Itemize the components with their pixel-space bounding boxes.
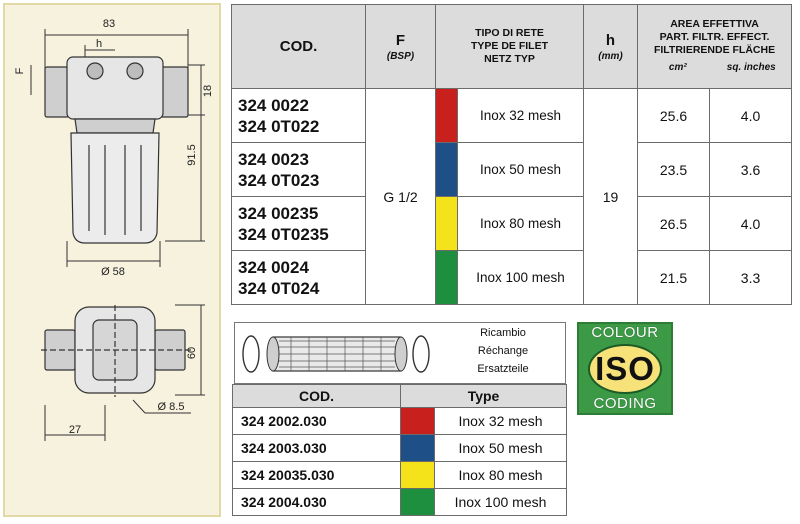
header-h-unit: (mm) [598, 50, 623, 62]
spare-table: COD. Type 324 2002.030 Inox 32 mesh 324 … [232, 384, 568, 516]
color-swatch [435, 196, 458, 251]
dim-width: 83 [103, 18, 115, 30]
filter-cartridge-image [242, 335, 430, 373]
color-swatch [435, 250, 458, 305]
header-area: AREA EFFETTIVA PART. FILTR. EFFECT. FILT… [637, 4, 793, 89]
product-code: 324 0023 [238, 149, 309, 169]
spare-type: Inox 50 mesh [433, 434, 568, 462]
header-f: F (BSP) [365, 4, 436, 89]
header-h-label: h [605, 31, 616, 49]
dim-hole: Ø 8.5 [158, 401, 185, 413]
color-swatch [400, 488, 435, 516]
iso-badge-bottom: CODING [593, 395, 657, 412]
spare-label-fr: Réchange [477, 345, 529, 357]
area-sqin: 3.3 [709, 250, 793, 305]
dim-f: F [14, 67, 26, 74]
area-cm2: 21.5 [637, 250, 711, 305]
mesh-type: Inox 32 mesh [456, 88, 585, 143]
product-code-t: 324 0T0235 [238, 224, 329, 244]
technical-drawing-panel: 83 h F 18 91.5 Ø 58 60 Ø 8.5 27 [3, 3, 221, 517]
color-swatch [400, 407, 435, 435]
table-row: 324 0024 324 0T024 Inox 100 mesh 21.5 3.… [231, 250, 793, 305]
header-f-label: F [395, 31, 406, 49]
mesh-type: Inox 50 mesh [456, 142, 585, 197]
header-unit-sqin: sq. inches [726, 62, 776, 73]
spare-code: 324 2002.030 [232, 407, 401, 435]
table-row: 324 20035.030 Inox 80 mesh [232, 461, 568, 489]
header-h: h (mm) [583, 4, 639, 89]
spare-label-de: Ersatzteile [477, 363, 529, 375]
dim-18: 18 [202, 85, 214, 97]
product-codes: 324 0024 324 0T024 [231, 250, 366, 305]
area-cm2: 23.5 [637, 142, 711, 197]
header-area-de: FILTRIERENDE FLÄCHE [653, 44, 776, 56]
iso-badge-circle: ISO [588, 344, 662, 394]
header-tipo-de: NETZ TYP [484, 53, 535, 65]
product-codes: 324 00235 324 0T0235 [231, 196, 366, 251]
spare-header-type: Type [399, 384, 568, 408]
header-cod: COD. [231, 4, 366, 89]
colour-iso-coding-logo: COLOUR ISO CODING [577, 322, 673, 415]
area-sqin: 4.0 [709, 196, 793, 251]
product-code-t: 324 0T024 [238, 278, 320, 298]
color-swatch [400, 434, 435, 462]
spare-header-cod: COD. [232, 384, 401, 408]
mesh-type: Inox 100 mesh [456, 250, 585, 305]
mesh-type: Inox 80 mesh [456, 196, 585, 251]
dim-h: h [96, 38, 102, 50]
spare-part-box: Ricambio Réchange Ersatzteile [234, 322, 566, 384]
filter-drawing: 83 h F 18 91.5 Ø 58 60 Ø 8.5 27 [14, 18, 214, 441]
product-codes: 324 0023 324 0T023 [231, 142, 366, 197]
color-swatch [435, 142, 458, 197]
table-row: 324 00235 324 0T0235 Inox 80 mesh 26.5 4… [231, 196, 793, 251]
dim-60: 60 [186, 347, 198, 359]
header-tipo-it: TIPO DI RETE [475, 27, 544, 39]
dim-height: 91.5 [186, 144, 198, 165]
header-mesh-type: TIPO DI RETE TYPE DE FILET NETZ TYP [434, 4, 585, 89]
spare-code: 324 20035.030 [232, 461, 401, 489]
table-row: 324 0023 324 0T023 Inox 50 mesh 23.5 3.6 [231, 142, 793, 197]
iso-badge-top: COLOUR [591, 324, 659, 341]
thread-size: G 1/2 [365, 88, 436, 305]
spare-type: Inox 80 mesh [433, 461, 568, 489]
h-value: 19 [583, 88, 639, 305]
table-row: 324 2003.030 Inox 50 mesh [232, 434, 568, 462]
area-cm2: 26.5 [637, 196, 711, 251]
header-area-it: AREA EFFETTIVA [670, 18, 759, 30]
area-sqin: 4.0 [709, 88, 793, 143]
product-code: 324 0024 [238, 257, 309, 277]
product-code: 324 00235 [238, 203, 319, 223]
product-codes: 324 0022 324 0T022 [231, 88, 366, 143]
dim-27: 27 [69, 424, 81, 436]
iso-badge-text: ISO [595, 350, 655, 387]
spare-type: Inox 100 mesh [433, 488, 568, 516]
area-cm2: 25.6 [637, 88, 711, 143]
dim-diameter: Ø 58 [101, 266, 125, 278]
header-f-unit: (BSP) [386, 50, 415, 62]
header-tipo-fr: TYPE DE FILET [471, 40, 549, 52]
spare-code: 324 2004.030 [232, 488, 401, 516]
spare-type: Inox 32 mesh [433, 407, 568, 435]
header-area-fr: PART. FILTR. EFFECT. [659, 31, 770, 43]
table-row: 324 2002.030 Inox 32 mesh [232, 407, 568, 435]
product-code-t: 324 0T022 [238, 116, 320, 136]
spare-code: 324 2003.030 [232, 434, 401, 462]
product-code: 324 0022 [238, 95, 309, 115]
table-row: 324 0022 324 0T022 G 1/2 Inox 32 mesh 19… [231, 88, 793, 305]
color-swatch [435, 88, 458, 143]
product-code-t: 324 0T023 [238, 170, 320, 190]
area-sqin: 3.6 [709, 142, 793, 197]
header-unit-cm2: cm² [668, 62, 687, 73]
color-swatch [400, 461, 435, 489]
table-row: 324 2004.030 Inox 100 mesh [232, 488, 568, 516]
spec-table: COD. F (BSP) TIPO DI RETE TYPE DE FILET … [231, 4, 793, 305]
spare-label-it: Ricambio [480, 327, 526, 339]
